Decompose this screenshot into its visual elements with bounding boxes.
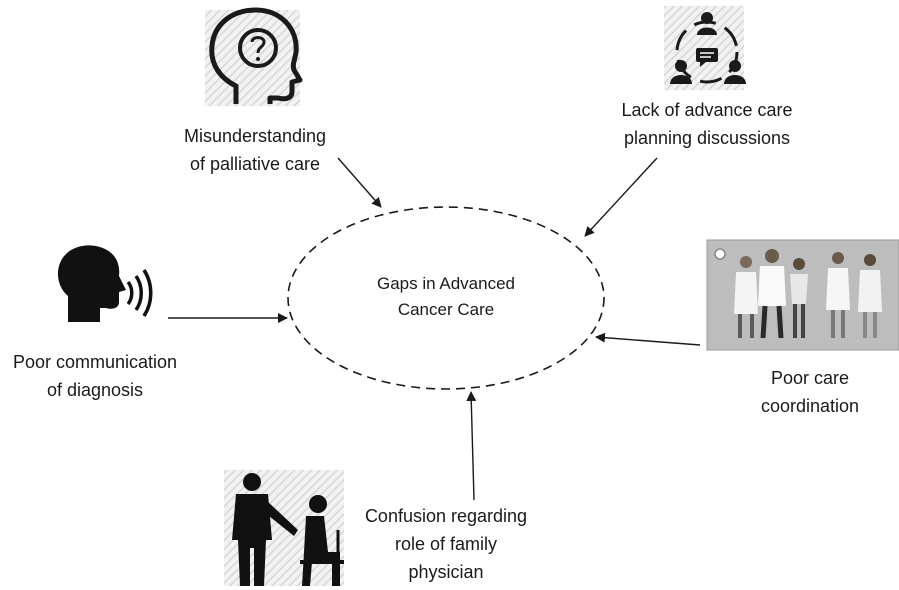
coordination-label: Poor care coordination xyxy=(730,364,890,420)
group-discussion-icon xyxy=(664,6,746,90)
family-physician-label: Confusion regarding role of family physi… xyxy=(346,502,546,586)
palliative-label-line-2: of palliative care xyxy=(189,154,321,174)
center-label-line-1: Gaps in Advanced xyxy=(377,274,515,293)
head-question-icon xyxy=(205,7,303,106)
advance-care-label-line-1: Lack of advance care xyxy=(621,100,793,120)
advance-care-label: Lack of advance care planning discussion… xyxy=(592,96,822,152)
family-physician-label-line-3: physician xyxy=(408,562,484,582)
palliative-label-line-1: Misunderstanding xyxy=(183,126,327,146)
coordination-label-line-2: coordination xyxy=(760,396,860,416)
arrow-coordination xyxy=(595,332,701,346)
communication-label-line-2: of diagnosis xyxy=(46,380,144,400)
family-physician-label-line-2: role of family xyxy=(394,534,498,554)
coordination-label-line-1: Poor care xyxy=(770,368,850,388)
center-ellipse xyxy=(287,206,605,390)
medical-team-photo xyxy=(706,239,899,351)
speaking-head-icon xyxy=(57,245,153,322)
palliative-label: Misunderstanding of palliative care xyxy=(160,122,350,178)
communication-label-line-1: Poor communication xyxy=(12,352,178,372)
family-physician-label-line-1: Confusion regarding xyxy=(364,506,528,526)
arrow-family-physician xyxy=(466,391,477,501)
center-label: Gaps in Advanced Cancer Care xyxy=(356,271,536,323)
arrow-advance-care xyxy=(584,157,658,237)
arrow-palliative xyxy=(337,157,382,208)
communication-label: Poor communication of diagnosis xyxy=(0,348,190,404)
doctor-patient-icon xyxy=(224,470,344,586)
center-label-line-2: Cancer Care xyxy=(397,300,495,319)
advance-care-label-line-2: planning discussions xyxy=(623,128,791,148)
